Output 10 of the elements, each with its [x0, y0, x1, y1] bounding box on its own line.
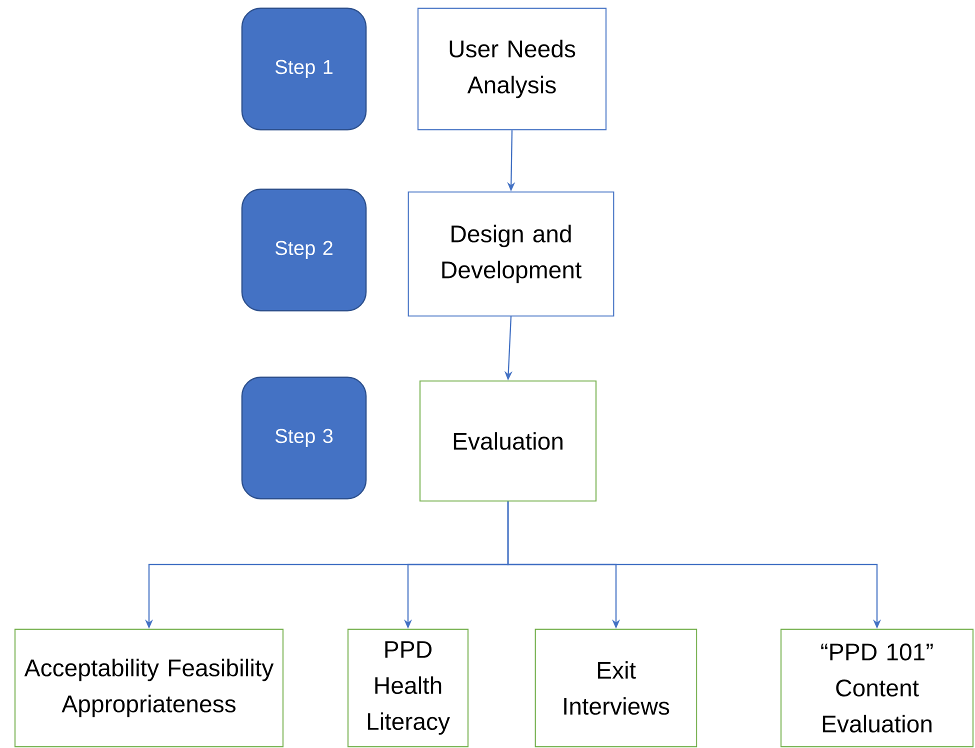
step-box: Step 3: [241, 376, 367, 500]
process-box: Exit Interviews: [534, 628, 698, 748]
process-box: Design and Development: [408, 191, 614, 317]
step-box: Step 2: [241, 188, 367, 312]
process-box: User Needs Analysis: [417, 8, 607, 130]
step-box: Step 1: [241, 8, 367, 130]
process-box: Evaluation: [419, 380, 597, 502]
process-box: PPD Health Literacy: [347, 628, 469, 748]
process-box: “PPD 101” Content Evaluation: [780, 628, 974, 748]
process-box: Acceptability Feasibility Appropriateness: [14, 628, 284, 748]
